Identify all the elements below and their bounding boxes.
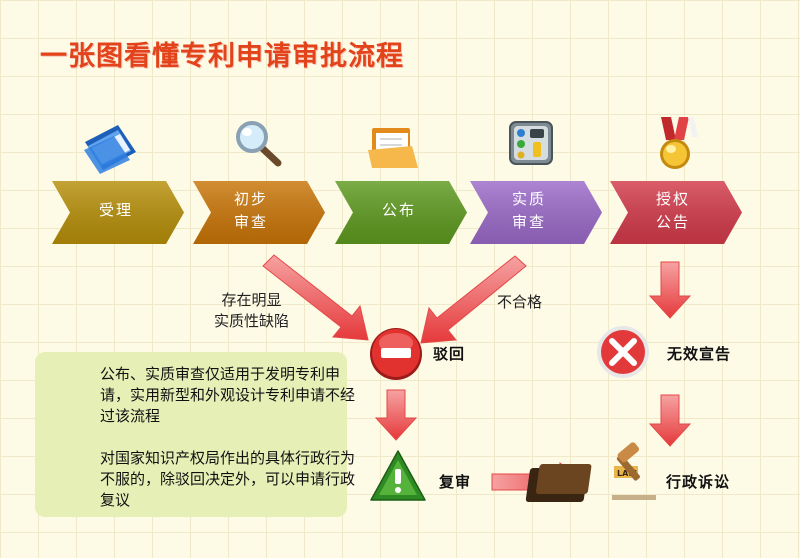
step-label-grant: 授权 公告 — [655, 190, 690, 231]
branch-left-text: 存在明显 实质性缺陷 — [214, 291, 290, 330]
step-label-publish: 公布 — [381, 201, 416, 219]
magnifier-icon — [236, 121, 282, 167]
arrow-to-review — [374, 389, 418, 441]
branch-right-text: 不合格 — [497, 293, 543, 311]
node-invalid: 无效宣告 — [667, 345, 732, 363]
step-label-accept: 受理 — [98, 201, 133, 219]
cross-icon — [597, 326, 649, 378]
folder-icon — [84, 125, 136, 174]
step-accept — [52, 181, 184, 244]
step-preliminary-exam — [193, 181, 325, 244]
arrow-to-reject-left — [262, 254, 369, 341]
notes-panel — [35, 352, 347, 517]
step-label-substantive-exam: 实质 审查 — [511, 190, 546, 231]
node-reject: 驳回 — [433, 345, 466, 363]
step-publish — [335, 181, 467, 244]
svg-text:LAW: LAW — [617, 469, 637, 478]
warning-icon — [370, 450, 426, 501]
stop-icon — [370, 328, 422, 380]
arrow-to-invalid — [648, 261, 692, 319]
arrow-to-litigation — [648, 394, 692, 447]
node-review: 复审 — [439, 473, 472, 491]
page-title: 一张图看懂专利申请审批流程 — [40, 41, 404, 72]
step-label-preliminary-exam: 初步 审查 — [233, 190, 268, 231]
note-2: 对国家知识产权局作出的具体行政行为不服的，除驳回决定外，可以申请行政复议 — [100, 449, 356, 509]
control-panel-icon — [509, 121, 553, 165]
open-folder-icon — [368, 128, 418, 168]
arrow-to-reject-right — [420, 255, 527, 344]
medal-icon — [660, 117, 699, 169]
node-litigation: 行政诉讼 — [666, 473, 731, 491]
step-substantive-exam — [470, 181, 602, 244]
law-book-icon: LAW — [525, 442, 656, 502]
step-grant — [610, 181, 742, 244]
note-1: 公布、实质审查仅适用于发明专利申请，实用新型和外观设计专利申请不经过该流程 — [100, 365, 356, 425]
